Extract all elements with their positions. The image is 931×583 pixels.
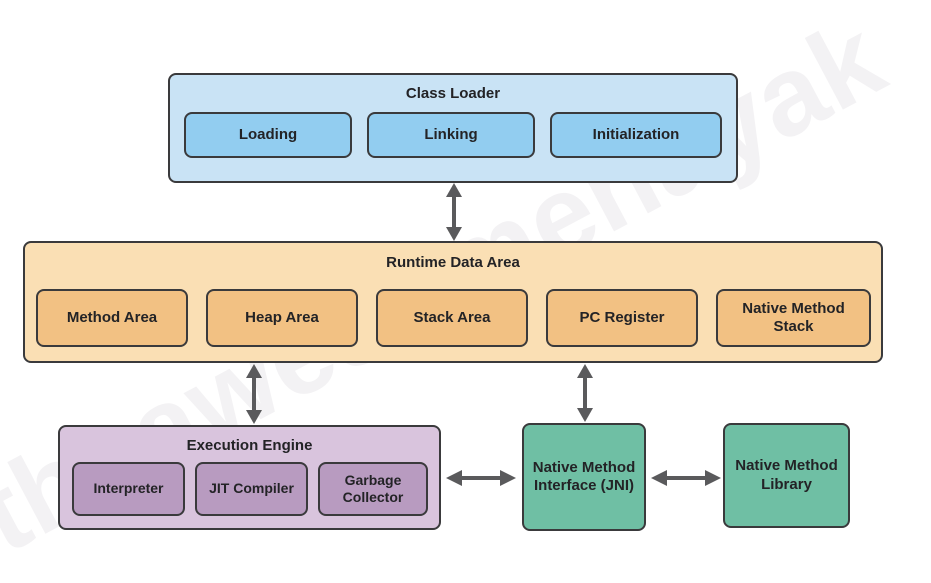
section-runtime-data-area-title: Runtime Data Area [386, 254, 520, 271]
arrow-runtime-jni [574, 364, 596, 422]
node-native-method-library[interactable]: Native Method Library [723, 423, 850, 528]
node-interpreter[interactable]: Interpreter [72, 462, 185, 516]
node-pc-register[interactable]: PC Register [546, 289, 698, 347]
node-stack-area[interactable]: Stack Area [376, 289, 528, 347]
node-heap-area[interactable]: Heap Area [206, 289, 358, 347]
arrow-engine-jni [446, 467, 516, 489]
node-loading[interactable]: Loading [184, 112, 352, 158]
node-jit-compiler[interactable]: JIT Compiler [195, 462, 308, 516]
node-initialization[interactable]: Initialization [550, 112, 722, 158]
node-linking[interactable]: Linking [367, 112, 535, 158]
arrow-classloader-runtime [443, 183, 465, 241]
arrow-runtime-engine [243, 364, 265, 424]
node-native-method-stack[interactable]: Native Method Stack [716, 289, 871, 347]
node-method-area[interactable]: Method Area [36, 289, 188, 347]
section-execution-engine-title: Execution Engine [186, 437, 313, 454]
node-garbage-collector[interactable]: Garbage Collector [318, 462, 428, 516]
node-native-method-interface-jni[interactable]: Native Method Interface (JNI) [522, 423, 646, 531]
section-class-loader-title: Class Loader [405, 85, 501, 102]
arrow-jni-native-library [651, 467, 721, 489]
